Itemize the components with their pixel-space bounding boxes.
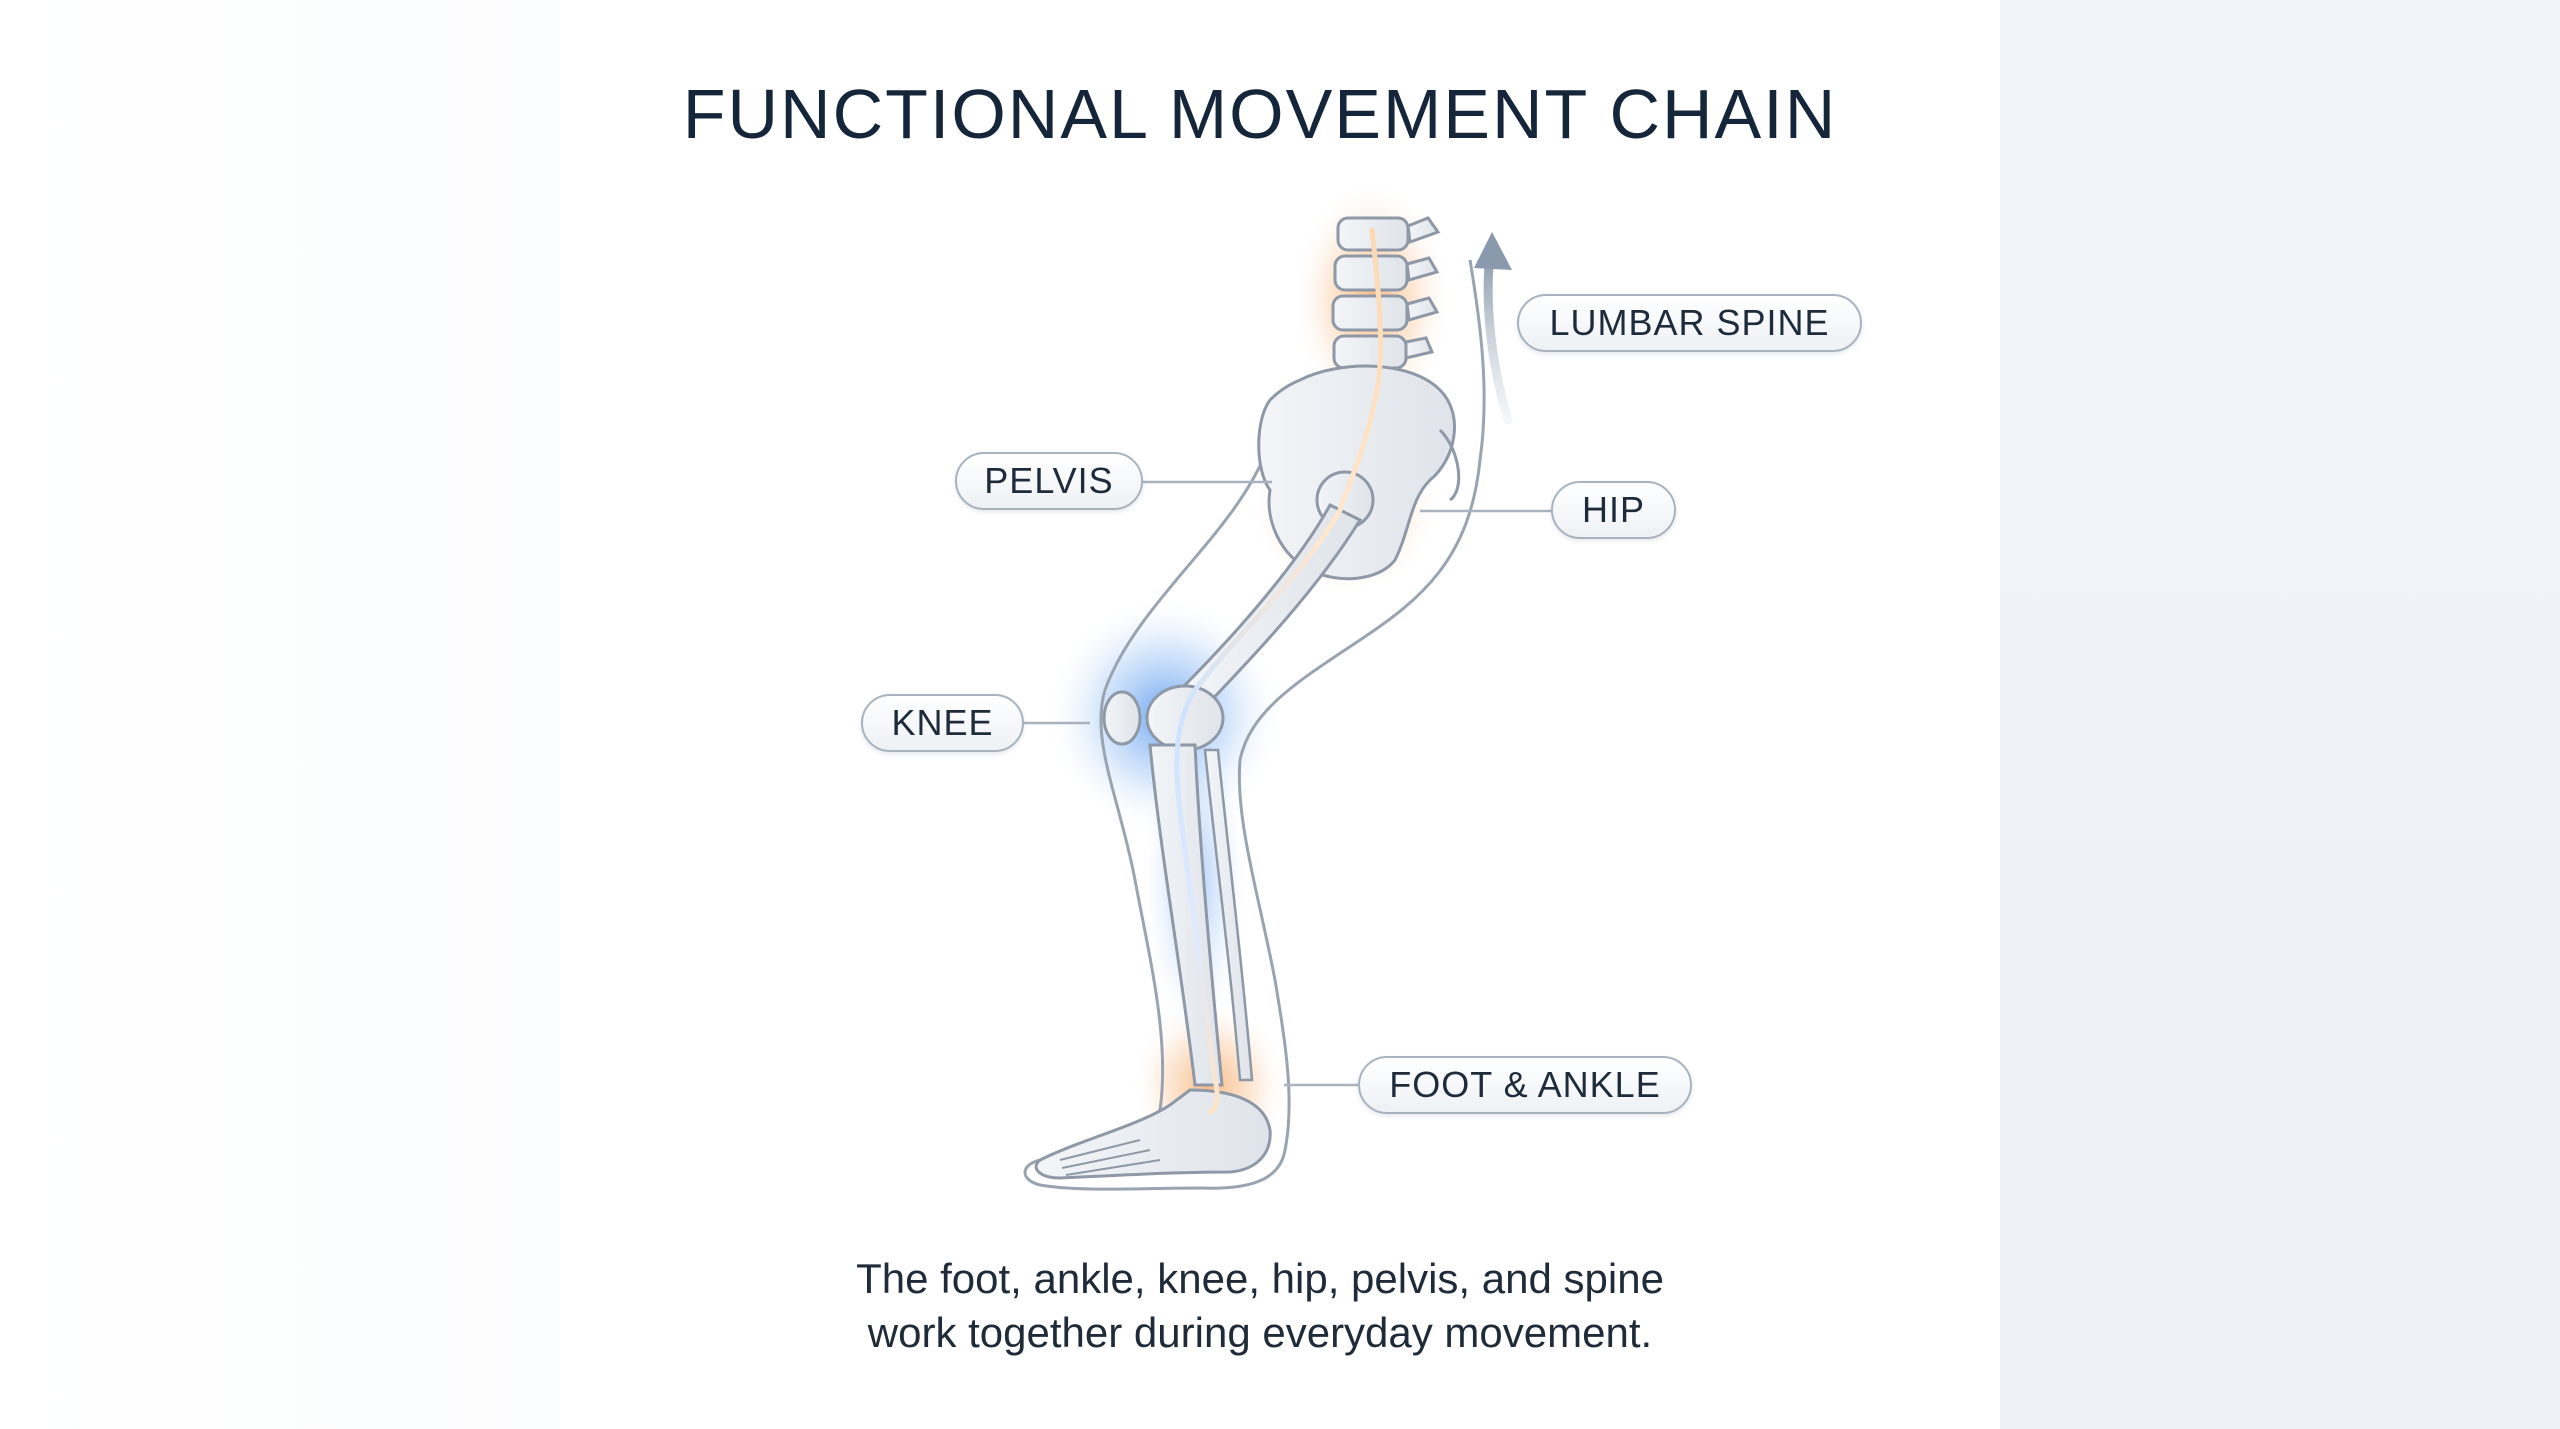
- caption-line-2: work together during everyday movement.: [867, 1309, 1653, 1356]
- label-pelvis: PELVIS: [955, 452, 1143, 510]
- patella-bone: [1102, 690, 1142, 746]
- toe-bones: [1059, 1139, 1161, 1176]
- upward-arrow-shaft: [1483, 250, 1513, 425]
- fibula-bone: [1203, 748, 1254, 1082]
- caption-line-1: The foot, ankle, knee, hip, pelvis, and …: [856, 1255, 1664, 1302]
- label-foot-ankle: FOOT & ANKLE: [1358, 1056, 1692, 1114]
- background-left: [0, 0, 560, 1429]
- label-knee: KNEE: [861, 694, 1024, 752]
- pelvis-bone: [1257, 364, 1456, 581]
- leader-lines: [1022, 480, 1552, 1087]
- diagram-title: FUNCTIONAL MOVEMENT CHAIN: [0, 74, 2560, 154]
- diagram-title-text: FUNCTIONAL MOVEMENT CHAIN: [682, 75, 1838, 153]
- up-arrow-icon: [1474, 232, 1512, 270]
- leg-body-outline: [1023, 259, 1486, 1191]
- label-lumbar-spine: LUMBAR SPINE: [1517, 294, 1862, 352]
- diagram-caption: The foot, ankle, knee, hip, pelvis, and …: [0, 1252, 2560, 1360]
- movement-flow-line: [1174, 227, 1384, 1115]
- side-panel: [2000, 0, 2560, 1429]
- pelvis-wing: [1438, 428, 1461, 502]
- label-hip: HIP: [1551, 481, 1676, 539]
- lumbar-vertebrae: [1331, 216, 1441, 370]
